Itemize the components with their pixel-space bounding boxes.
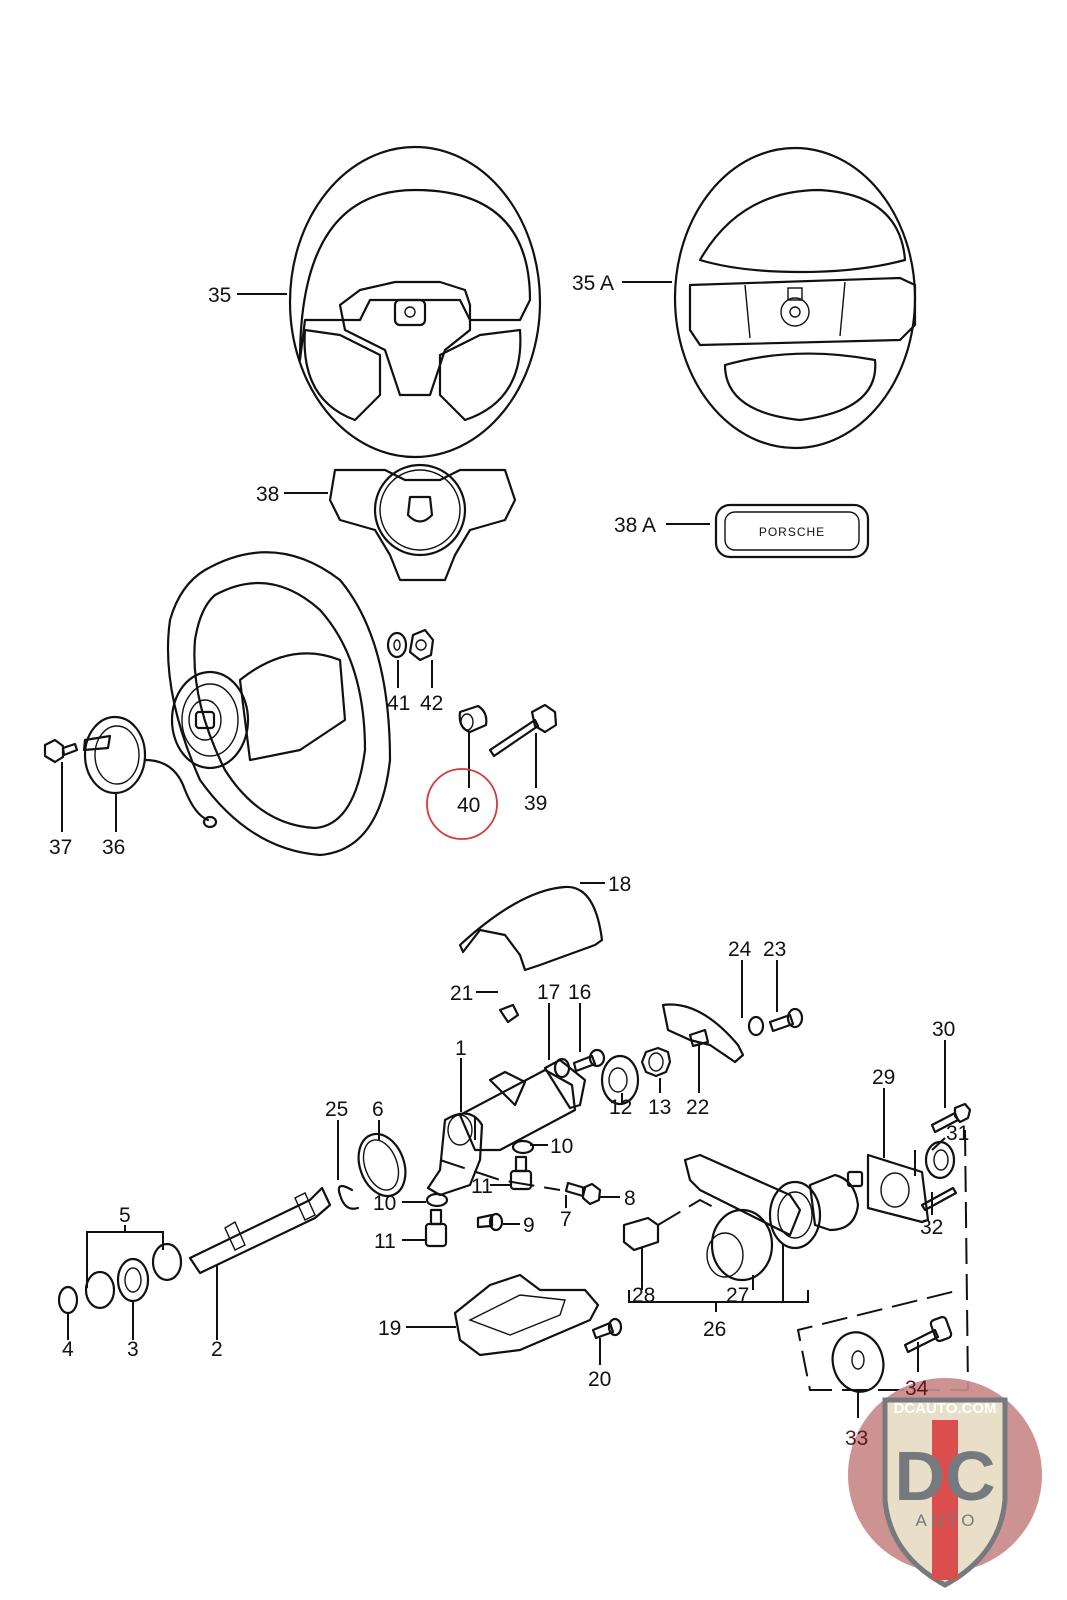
steering-shaft-2[interactable] xyxy=(188,1186,332,1275)
ring-seal-6[interactable] xyxy=(350,1127,413,1202)
screw-16[interactable] xyxy=(572,1048,606,1073)
spacer-sleeve-40[interactable] xyxy=(458,704,488,734)
watermark-word: AUTO xyxy=(916,1511,979,1530)
callout-25[interactable]: 25 xyxy=(325,1098,348,1121)
screw-20[interactable] xyxy=(591,1317,623,1340)
bolt-11-upper[interactable] xyxy=(509,1155,533,1191)
key-34[interactable] xyxy=(903,1315,953,1354)
callout-7[interactable]: 7 xyxy=(560,1208,572,1231)
trim-ring-33[interactable] xyxy=(826,1327,890,1398)
callout-33[interactable]: 33 xyxy=(845,1427,868,1450)
pin-32[interactable] xyxy=(920,1186,958,1212)
porsche-badge-text: PORSCHE xyxy=(759,525,825,539)
bolt-30[interactable] xyxy=(930,1102,972,1134)
callout-38[interactable]: 38 xyxy=(256,483,279,506)
bolt-11-lower[interactable] xyxy=(424,1208,448,1248)
steering-wheel-assembly[interactable] xyxy=(166,551,392,857)
callout-35[interactable]: 35 xyxy=(208,284,231,307)
hex-nut-42[interactable] xyxy=(408,628,435,662)
clip-21[interactable] xyxy=(498,1003,520,1024)
callout-28[interactable]: 28 xyxy=(632,1284,655,1307)
callout-5[interactable]: 5 xyxy=(119,1204,131,1227)
horn-pad-38[interactable] xyxy=(328,463,517,582)
washer-24[interactable] xyxy=(747,1015,765,1037)
screw-37[interactable] xyxy=(43,738,79,764)
horn-pad-38a[interactable]: PORSCHE xyxy=(714,503,870,559)
callout-27[interactable]: 27 xyxy=(726,1284,749,1307)
callout-19[interactable]: 19 xyxy=(378,1317,401,1340)
callout-11-lower[interactable]: 11 xyxy=(374,1230,396,1253)
leader-lines xyxy=(61,281,970,1418)
callout-21[interactable]: 21 xyxy=(450,982,473,1005)
bearing-3[interactable] xyxy=(116,1257,150,1303)
callout-11-upper[interactable]: 11 xyxy=(471,1175,493,1198)
dcauto-watermark: DCAUTO.COM DC AUTO xyxy=(848,1378,1042,1588)
callout-24[interactable]: 24 xyxy=(728,938,752,961)
bearing-12[interactable] xyxy=(600,1054,640,1106)
callout-36[interactable]: 36 xyxy=(102,836,125,859)
callout-labels: 35 35 A 38 38 A 41 42 40 39 37 36 18 24 … xyxy=(49,272,969,1391)
callout-8[interactable]: 8 xyxy=(624,1187,636,1210)
screw-9[interactable] xyxy=(476,1212,504,1232)
callout-35a[interactable]: 35 A xyxy=(572,272,614,295)
callout-30[interactable]: 30 xyxy=(932,1018,955,1041)
callout-32[interactable]: 32 xyxy=(920,1216,943,1239)
callout-17[interactable]: 17 xyxy=(537,981,560,1004)
nut-8[interactable] xyxy=(581,1182,602,1206)
callout-4[interactable]: 4 xyxy=(62,1338,74,1361)
callout-23[interactable]: 23 xyxy=(763,938,786,961)
watermark-letters: DC xyxy=(894,1437,995,1515)
circlip-5a[interactable] xyxy=(84,1270,116,1310)
callout-3[interactable]: 3 xyxy=(127,1338,139,1361)
screw-23[interactable] xyxy=(768,1007,804,1033)
highlight-circle-40 xyxy=(426,768,498,840)
lock-washer-41[interactable] xyxy=(386,631,408,659)
circlip-4[interactable] xyxy=(57,1285,79,1315)
upper-column-shroud-18[interactable] xyxy=(458,885,604,972)
watermark-site: DCAUTO.COM xyxy=(893,1400,996,1417)
steering-lock-housing-26[interactable] xyxy=(683,1153,864,1250)
callout-18[interactable]: 18 xyxy=(608,873,631,896)
switch-28[interactable] xyxy=(622,1216,660,1252)
callout-1[interactable]: 1 xyxy=(455,1037,467,1060)
cancelling-cam-plate-22[interactable] xyxy=(661,1003,745,1064)
callout-38a[interactable]: 38 A xyxy=(614,514,656,537)
callout-2[interactable]: 2 xyxy=(211,1338,223,1361)
callout-9[interactable]: 9 xyxy=(523,1214,535,1237)
washer-10-upper[interactable] xyxy=(511,1139,535,1155)
steering-wheel-35[interactable] xyxy=(288,145,542,459)
star-washer-13[interactable] xyxy=(640,1046,672,1078)
callout-16[interactable]: 16 xyxy=(568,981,591,1004)
callout-29[interactable]: 29 xyxy=(872,1066,895,1089)
ring-31[interactable] xyxy=(924,1140,956,1180)
washer-10-lower[interactable] xyxy=(425,1192,449,1208)
callout-40[interactable]: 40 xyxy=(457,794,480,817)
gasket-plate-29[interactable] xyxy=(866,1153,930,1224)
hex-bolt-39[interactable] xyxy=(488,703,558,758)
callout-42[interactable]: 42 xyxy=(420,692,443,715)
callout-39[interactable]: 39 xyxy=(524,792,547,815)
callout-26[interactable]: 26 xyxy=(703,1318,726,1341)
callout-41[interactable]: 41 xyxy=(387,692,410,715)
steering-wheel-35a[interactable] xyxy=(673,146,917,450)
callout-37[interactable]: 37 xyxy=(49,836,72,859)
callout-12[interactable]: 12 xyxy=(609,1096,632,1119)
steering-column-tube-1[interactable] xyxy=(426,1058,587,1197)
watermark-stripe xyxy=(932,1420,958,1580)
callout-31[interactable]: 31 xyxy=(946,1122,969,1145)
callout-34[interactable]: 34 xyxy=(905,1377,929,1400)
callout-10-upper[interactable]: 10 xyxy=(550,1135,573,1158)
callout-6[interactable]: 6 xyxy=(372,1098,384,1121)
lower-column-shroud-19[interactable] xyxy=(453,1273,600,1357)
callout-20[interactable]: 20 xyxy=(588,1368,611,1391)
callout-22[interactable]: 22 xyxy=(686,1096,709,1119)
circlip-25[interactable] xyxy=(337,1184,360,1210)
callout-13[interactable]: 13 xyxy=(648,1096,671,1119)
callout-10-lower[interactable]: 10 xyxy=(373,1192,396,1215)
circlip-5b[interactable] xyxy=(151,1242,183,1282)
